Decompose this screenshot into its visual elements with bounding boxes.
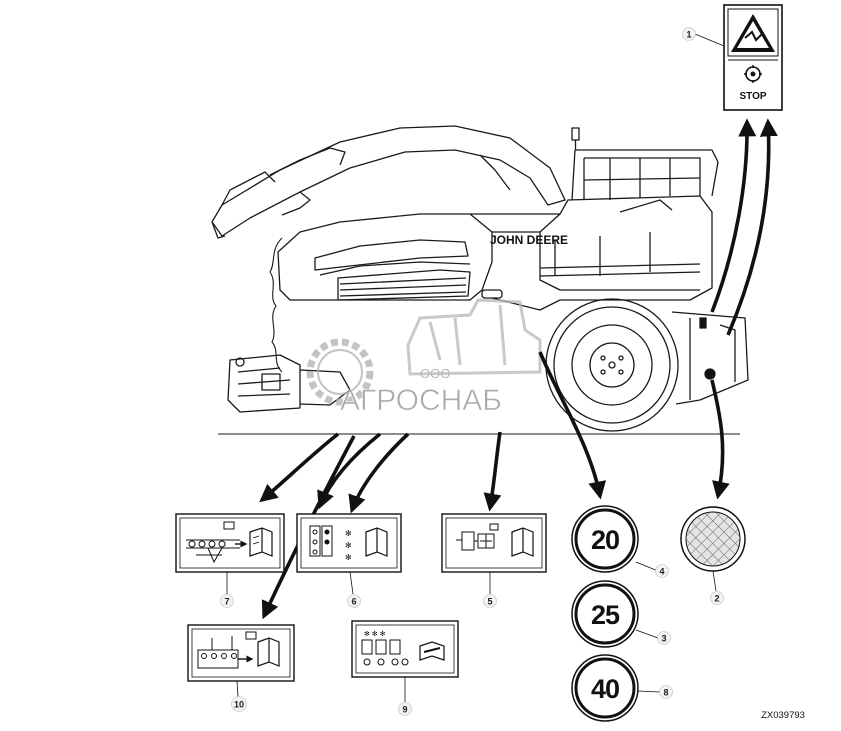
- engine-hood: [277, 213, 493, 301]
- hydraulic-couplers-icon: [456, 523, 499, 551]
- front-attachment: [227, 354, 351, 413]
- speed-sign-20: 20: [571, 505, 639, 573]
- forage-harvester-drawing: [211, 125, 749, 435]
- decal-6: ✻ ✻ ✻: [296, 513, 402, 573]
- watermark-company-name: АГРОСНАБ: [340, 384, 502, 417]
- callout-4: 4: [655, 564, 669, 578]
- svg-text:✻: ✻: [345, 553, 352, 562]
- operator-cab: [539, 127, 719, 277]
- service-intervals-icon: ✻ ✻ ✻: [309, 525, 352, 562]
- callout-2: 2: [710, 591, 724, 605]
- callout-8: 8: [659, 685, 673, 699]
- fluid-levels-icon: ✻ ✻ ✻: [361, 630, 409, 666]
- decal-7: [175, 513, 285, 573]
- svg-text:✻: ✻: [345, 541, 352, 550]
- svg-text:6: 6: [351, 597, 356, 607]
- discharge-spout: [211, 125, 566, 239]
- agrosnab-watermark: ООО АГРОСНАБ: [306, 298, 542, 417]
- decal-5: [441, 513, 547, 573]
- decal-9: ✻ ✻ ✻: [351, 620, 459, 678]
- svg-text:4: 4: [659, 567, 664, 577]
- rear-counterweight: [671, 311, 749, 405]
- brand-text: JOHN DEERE: [490, 233, 568, 247]
- svg-text:7: 7: [224, 597, 229, 607]
- callout-6: 6: [347, 594, 361, 608]
- callout-7: 7: [220, 594, 234, 608]
- speed-sign-25: 25: [571, 580, 639, 648]
- arrow-to-decal-speed: [538, 351, 607, 500]
- arrow-to-decal-2: [710, 379, 730, 500]
- maintenance-diagram-icon: [197, 631, 257, 669]
- lubrication-points-icon: [186, 521, 248, 564]
- svg-text:✻: ✻: [345, 529, 352, 538]
- rear-grill: [269, 237, 283, 373]
- speed-sign-40-value: 40: [591, 674, 619, 704]
- manual-book-icon: [249, 527, 273, 557]
- svg-text:10: 10: [234, 700, 244, 710]
- manual-book-icon: [365, 527, 388, 557]
- callout-3: 3: [657, 631, 671, 645]
- decal-1-warning-stop: STOP: [723, 4, 783, 111]
- callout-5: 5: [483, 594, 497, 608]
- warning-triangle-icon: [731, 14, 775, 52]
- arrow-to-decal-1a: [710, 118, 757, 313]
- watermark-harvester-icon: [406, 298, 542, 376]
- watermark-gear-icon: [306, 338, 374, 406]
- callout-1: 1: [682, 27, 696, 41]
- speed-sign-40: 40: [571, 654, 639, 722]
- manual-book-icon: [511, 527, 534, 557]
- callout-leaders: [226, 33, 725, 702]
- arrow-to-decal-7: [259, 432, 340, 503]
- svg-text:5: 5: [487, 597, 492, 607]
- svg-text:3: 3: [661, 634, 666, 644]
- arrow-to-decal-5: [483, 431, 502, 512]
- rotating-shaft-icon: [744, 65, 762, 83]
- drawing-code: ZX039793: [761, 710, 805, 721]
- main-body: [470, 195, 713, 311]
- reflector-decal-2: [680, 506, 746, 572]
- decal-10: [187, 624, 295, 682]
- svg-text:8: 8: [663, 688, 668, 698]
- callout-9: 9: [398, 702, 412, 716]
- svg-text:✻ ✻ ✻: ✻ ✻ ✻: [364, 630, 386, 638]
- svg-text:9: 9: [402, 705, 407, 715]
- rear-wheel: [545, 298, 679, 432]
- manual-book-icon: [257, 637, 280, 667]
- stop-label: STOP: [739, 91, 766, 102]
- callout-10: 10: [231, 696, 247, 712]
- arrow-to-decal-1b: [726, 118, 778, 336]
- watermark-company-form: ООО: [420, 366, 450, 381]
- arrow-to-decal-6: [348, 432, 410, 514]
- svg-text:1: 1: [686, 30, 691, 40]
- speed-sign-25-value: 25: [591, 600, 620, 630]
- svg-text:2: 2: [714, 594, 719, 604]
- speed-sign-20-value: 20: [591, 525, 619, 555]
- manual-book-icon: [419, 641, 445, 661]
- arrow-to-decal-6b: [317, 432, 382, 510]
